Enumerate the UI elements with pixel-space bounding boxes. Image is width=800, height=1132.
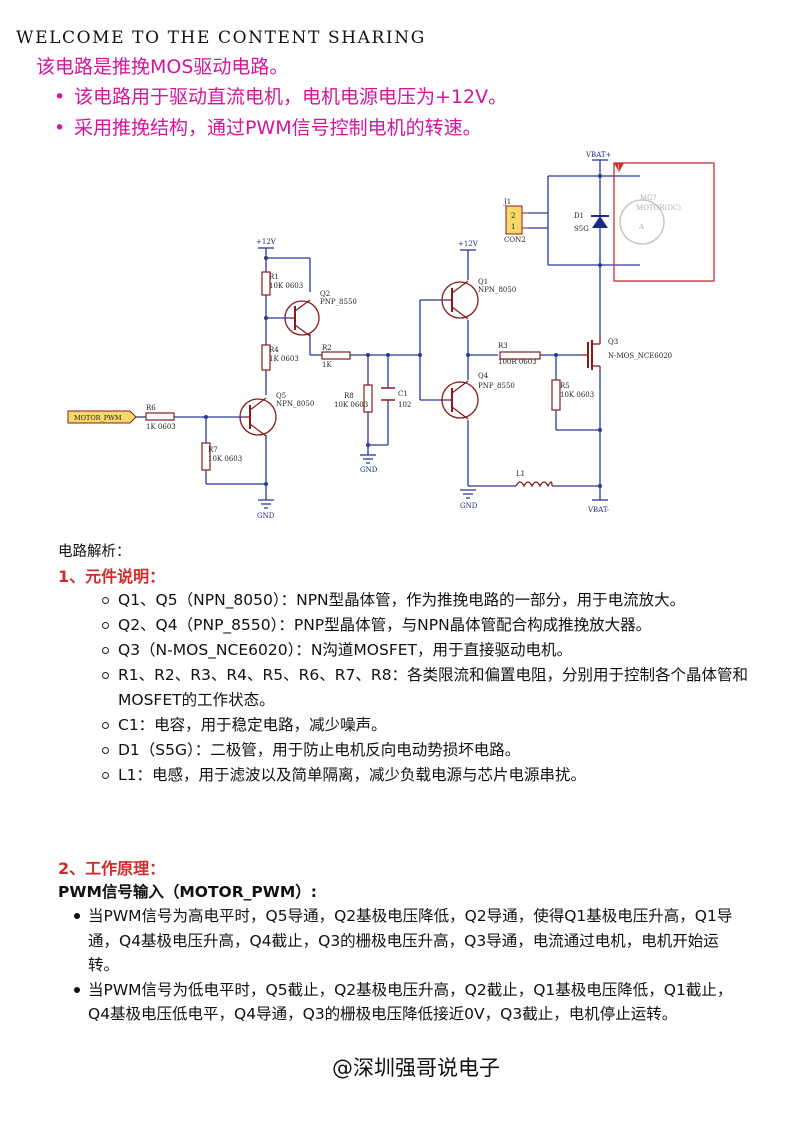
resistor-r1 <box>261 271 271 296</box>
mg-label: MG? <box>640 194 657 202</box>
circuit-schematic: VBAT+ VBAT- +12V +12V GND GND GND MOTOR_… <box>67 151 715 520</box>
mg-value: MOTOR(DC) <box>636 204 681 212</box>
vbat-plus-label: VBAT+ <box>585 151 612 159</box>
q5-label: Q5 <box>276 392 286 400</box>
d1-label: D1 <box>574 212 584 220</box>
page-header: WELCOME TO THE CONTENT SHARING <box>16 28 426 48</box>
warning-icon <box>614 163 624 172</box>
r8-value: 10K 0603 <box>334 401 368 409</box>
component-item: D1（S5G）：二极管，用于防止电机反向电动势损坏电路。 <box>100 738 750 763</box>
r6-label: R6 <box>146 404 156 412</box>
con2-label: CON2 <box>504 236 526 244</box>
r7-value: 10K 0603 <box>208 455 242 463</box>
q3-label: Q3 <box>608 338 618 346</box>
r2-label: R2 <box>322 344 332 352</box>
resistor-r8 <box>363 384 373 413</box>
gnd-left-label: GND <box>257 512 275 520</box>
motor-pwm-label: MOTOR_PWM <box>74 414 122 422</box>
gnd-right-label: GND <box>460 502 478 510</box>
wires <box>202 160 640 500</box>
top-bullet: 采用推挽结构，通过PWM信号控制电机的转速。 <box>52 113 507 144</box>
intro-line: 该电路是推挽MOS驱动电路。 <box>36 56 289 78</box>
diode-d1 <box>591 215 609 228</box>
q5-value: NPN_8050 <box>276 400 314 408</box>
mosfet-q3 <box>582 338 601 372</box>
l1-label: L1 <box>516 470 525 478</box>
top-bullets: 该电路用于驱动直流电机，电机电源电压为+12V。 采用推挽结构，通过PWM信号控… <box>52 82 507 144</box>
j1-pin2: 2 <box>511 212 515 220</box>
resistor-r3 <box>499 351 541 360</box>
component-item: C1：电容，用于稳定电路，减少噪声。 <box>100 713 750 738</box>
motor-pwm-port <box>67 410 137 424</box>
r4-value: 1K 0603 <box>269 355 299 363</box>
q2-value: PNP_8550 <box>320 298 357 306</box>
r5-label: R5 <box>560 382 570 390</box>
r7-label: R7 <box>208 446 218 454</box>
transistor-q5 <box>239 397 277 437</box>
c1-value: 102 <box>398 401 411 409</box>
q3-value: N-MOS_NCE6020 <box>608 352 672 360</box>
r8-label: R8 <box>344 392 354 400</box>
pwm-heading: PWM信号输入（MOTOR_PWM）: <box>58 883 317 901</box>
resistor-r5 <box>551 379 561 411</box>
motor-box <box>613 162 715 282</box>
plus12-left-label: +12V <box>256 238 277 246</box>
component-item: R1、R2、R3、R4、R5、R6、R7、R8：各类限流和偏置电阻，分别用于控制… <box>100 663 750 713</box>
footer-credit: @深圳强哥说电子 <box>332 1056 500 1080</box>
gnd-mid-label: GND <box>360 466 378 474</box>
component-list: Q1、Q5（NPN_8050）：NPN型晶体管，作为推挽电路的一部分，用于电流放… <box>100 588 750 788</box>
principle-item: 当PWM信号为低电平时，Q5截止，Q2基极电压升高，Q2截止，Q1基极电压降低，… <box>74 978 739 1027</box>
resistor-r4 <box>261 344 271 371</box>
j1-pin1: 1 <box>511 223 515 231</box>
q1-label: Q1 <box>478 278 488 286</box>
plus12-mid-label: +12V <box>458 240 479 248</box>
c1-label: C1 <box>398 390 408 398</box>
j1-label: J1 <box>503 198 511 206</box>
resistors <box>145 271 561 471</box>
principle-item: 当PWM信号为高电平时，Q5导通，Q2基极电压降低，Q2导通，使得Q1基极电压升… <box>74 904 739 978</box>
principle-list: 当PWM信号为高电平时，Q5导通，Q2基极电压降低，Q2导通，使得Q1基极电压升… <box>74 904 739 1027</box>
resistor-r6 <box>145 412 175 421</box>
junction-dots <box>204 174 602 488</box>
r4-label: R4 <box>269 346 279 354</box>
q4-value: PNP_8550 <box>478 382 515 390</box>
transistor-q4 <box>441 380 479 420</box>
component-item: Q3（N-MOS_NCE6020）：N沟道MOSFET，用于直接驱动电机。 <box>100 638 750 663</box>
warning-mark: ! <box>617 164 620 172</box>
r2-value: 1K <box>322 361 332 369</box>
component-item: L1：电感，用于滤波以及简单隔离，减少负载电源与芯片电源串扰。 <box>100 763 750 788</box>
resistor-r7 <box>201 442 211 471</box>
top-bullet: 该电路用于驱动直流电机，电机电源电压为+12V。 <box>52 82 507 113</box>
resistor-r2 <box>321 351 351 360</box>
d1-value: S5G <box>574 225 589 233</box>
r1-value: 10K 0603 <box>269 282 303 290</box>
transistor-q1 <box>441 280 479 320</box>
section1-title: 1、元件说明： <box>58 567 166 586</box>
q2-label: Q2 <box>320 290 330 298</box>
section2-title: 2、工作原理： <box>58 859 166 878</box>
vbat-minus-label: VBAT- <box>587 506 610 514</box>
motor-icon <box>619 199 665 245</box>
connector-j1 <box>505 205 523 235</box>
inductor-l1 <box>515 481 553 488</box>
r3-label: R3 <box>498 342 508 350</box>
analysis-label: 电路解析： <box>58 544 131 560</box>
capacitor-c1 <box>381 387 395 401</box>
transistor-q2 <box>284 299 320 337</box>
r3-value: 100R 0603 <box>498 358 537 366</box>
motor-a-label: A <box>638 223 645 231</box>
component-item: Q2、Q4（PNP_8550）：PNP型晶体管，与NPN晶体管配合构成推挽放大器… <box>100 613 750 638</box>
component-item: Q1、Q5（NPN_8050）：NPN型晶体管，作为推挽电路的一部分，用于电流放… <box>100 588 750 613</box>
r6-value: 1K 0603 <box>146 423 176 431</box>
ground-symbols <box>258 159 608 509</box>
r1-label: R1 <box>269 273 279 281</box>
q4-label: Q4 <box>478 372 489 380</box>
r5-value: 10K 0603 <box>560 391 594 399</box>
q1-value: NPN_8050 <box>478 286 516 294</box>
